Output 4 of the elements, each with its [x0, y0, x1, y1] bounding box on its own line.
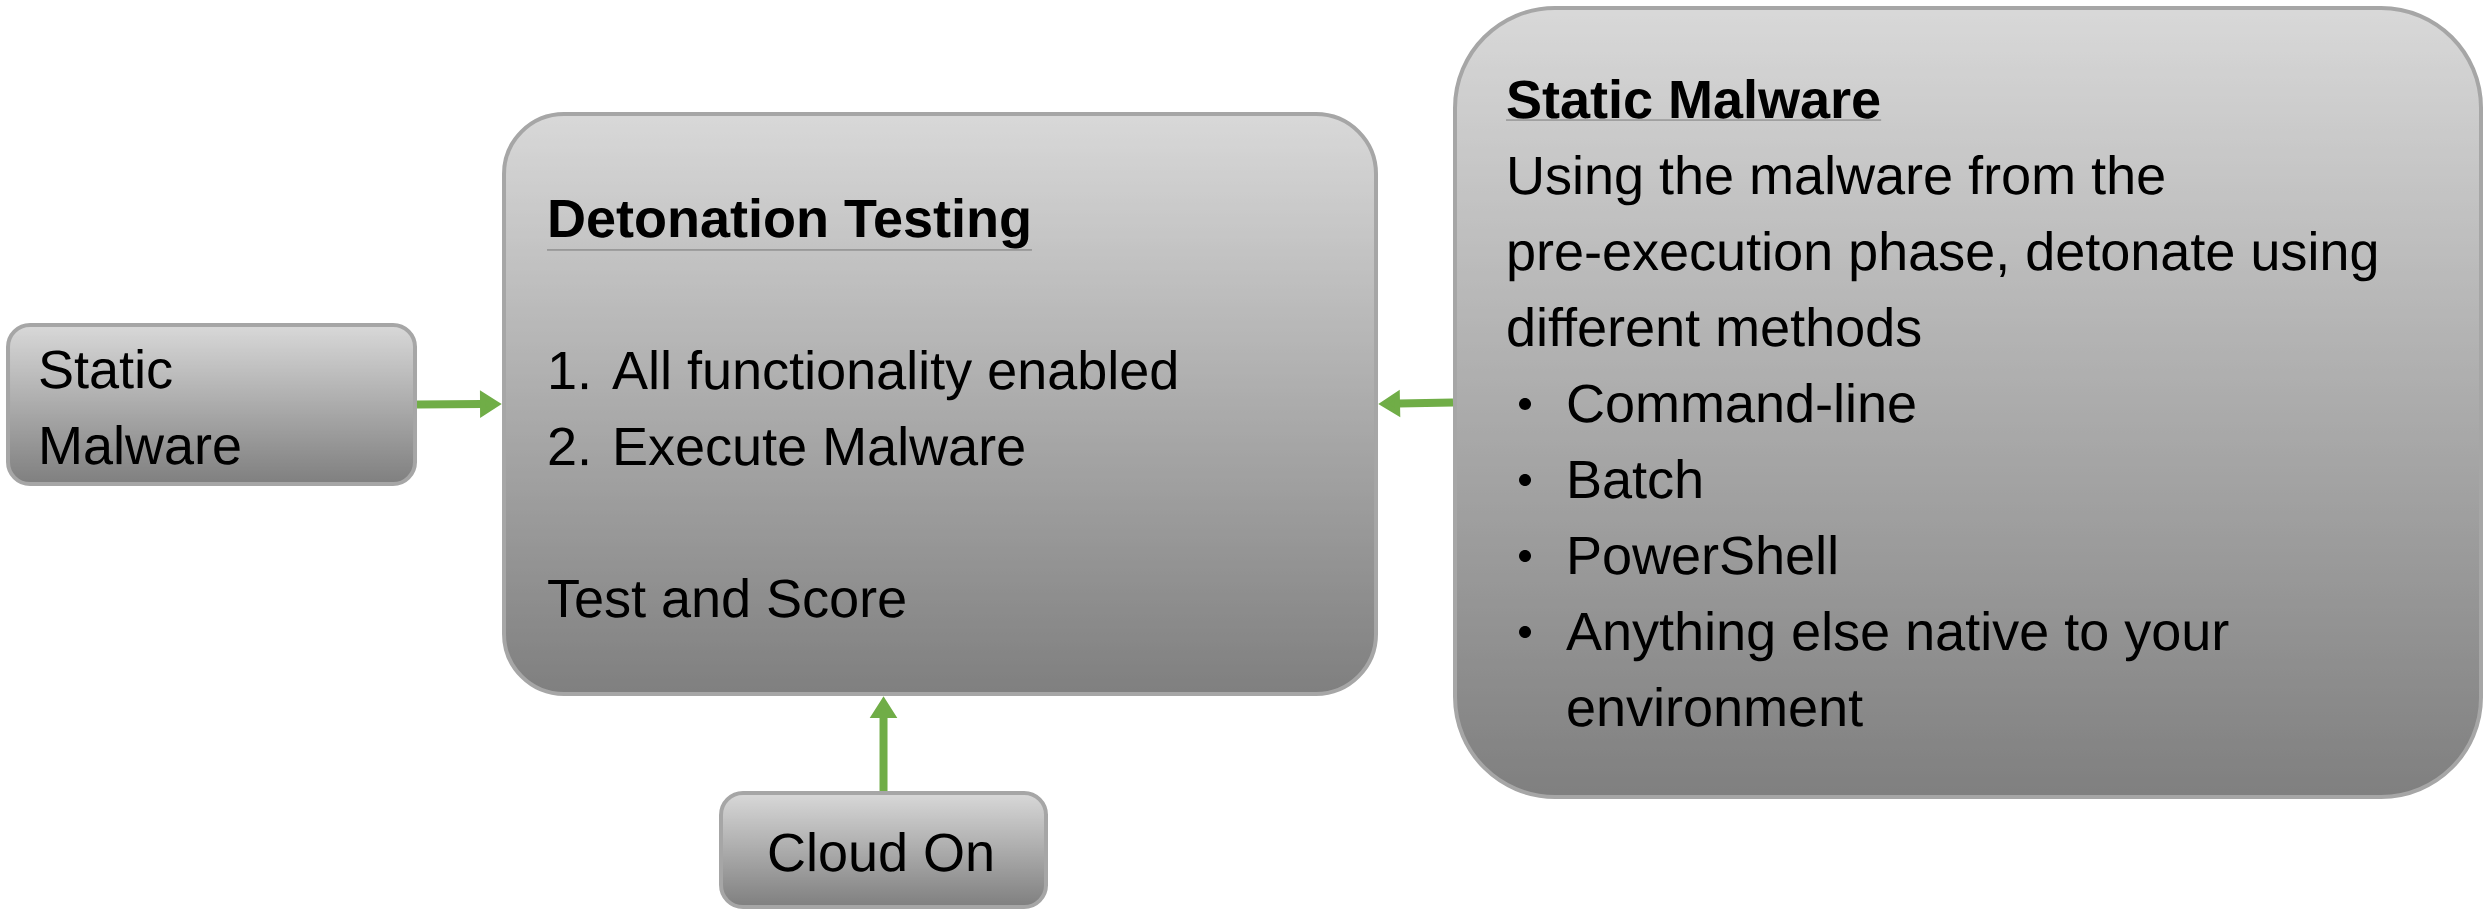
process-box: Detonation Testing 1. All functionality enabled 2. Execute Malware Test and Score [502, 112, 1378, 696]
process-box: Static Malware [6, 323, 417, 486]
process-box: Cloud On [719, 791, 1048, 909]
description-box: Static Malware Using the malware from the pre-execution phase, detonate using different methods Command-line Batch PowerShell Anything else native to your environment [1453, 6, 2483, 799]
